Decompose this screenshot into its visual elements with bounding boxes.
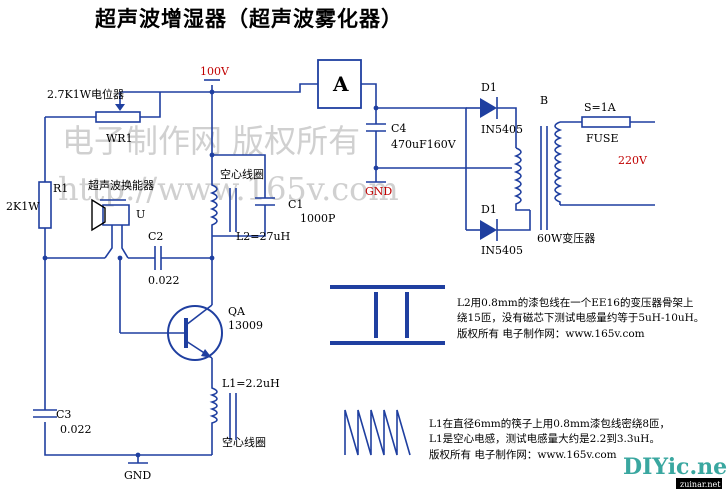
d1-bottom-label: D1: [481, 203, 497, 216]
transformer-b-label: B: [540, 94, 548, 107]
c2-value-label: 0.022: [148, 274, 180, 287]
l1-value-label: L1=2.2uH: [222, 377, 280, 390]
supply-100v-label: 100V: [200, 65, 230, 78]
mains-voltage-label: 220V: [618, 154, 648, 167]
d1-top-model-label: IN5405: [481, 123, 523, 136]
gnd-mid-label: GND: [365, 185, 392, 198]
l1-note-line3: 版权所有 电子制作网：www.165v.com: [429, 448, 617, 461]
transducer-u-label: U: [136, 208, 145, 221]
wr1-value-label: 2.7K1W电位器: [47, 87, 124, 101]
c4-label: C4: [391, 122, 406, 135]
l1-winding-diagram: [344, 409, 411, 456]
watermark-line2: http://www.165v.com: [58, 170, 399, 208]
power-supply-circuit: [212, 59, 655, 241]
r1-label: R1: [53, 182, 68, 195]
r1-resistor: [38, 181, 52, 229]
c1-label: C1: [288, 198, 303, 211]
coil-air-bottom-label: 空心线圈: [222, 435, 266, 449]
corner-badge-bg: [676, 478, 722, 489]
c3-label: C3: [56, 408, 71, 421]
d1-top-label: D1: [481, 81, 497, 94]
corner-badge-text: zuinar.net: [680, 480, 721, 489]
l1-note-line1: L1在直径6mm的筷子上用0.8mm漆包线密绕8匝，: [429, 417, 670, 430]
oscillator-circuit: [33, 79, 275, 464]
transducer-label: 超声波换能器: [88, 178, 154, 192]
fuse-rating-label: S=1A: [584, 101, 617, 114]
qa-label: QA: [228, 305, 246, 318]
qa-model-label: 13009: [228, 319, 263, 332]
page-title: 超声波增湿器（超声波雾化器）: [95, 6, 403, 31]
wr1-label: WR1: [106, 132, 133, 145]
fuse-element: [581, 116, 631, 128]
l2-note-line1: L2用0.8mm的漆包线在一个EE16的变压器骨架上: [457, 296, 693, 309]
c1-value-label: 1000P: [300, 212, 336, 225]
l2-value-label: L2=27uH: [236, 230, 290, 243]
gnd-bottom-label: GND: [124, 469, 151, 482]
l2-bobbin-diagram: [330, 285, 445, 345]
c3-value-label: 0.022: [60, 423, 92, 436]
wr1-resistor: [95, 111, 141, 123]
c2-label: C2: [148, 230, 163, 243]
r1-value-label: 2K1W: [6, 200, 40, 213]
ultrasonic-transducer: [91, 198, 130, 259]
d1-bottom-model-label: IN5405: [481, 244, 523, 257]
module-a-label: A: [332, 72, 349, 96]
l1-note-line2: L1是空心电感，测试电感量大约是2.2到3.3uH。: [429, 432, 660, 445]
fuse-label: FUSE: [586, 132, 618, 145]
coil-air-top-label: 空心线圈: [220, 167, 264, 181]
l2-note-line2: 绕15匝，没有磁芯下测试电感量约等于5uH-10uH。: [457, 311, 704, 324]
site-logo: DIYic.net: [623, 454, 727, 480]
transformer-desc-label: 60W变压器: [537, 231, 595, 245]
l2-note-line3: 版权所有 电子制作网：www.165v.com: [457, 327, 645, 340]
c4-value-label: 470uF160V: [391, 138, 457, 151]
